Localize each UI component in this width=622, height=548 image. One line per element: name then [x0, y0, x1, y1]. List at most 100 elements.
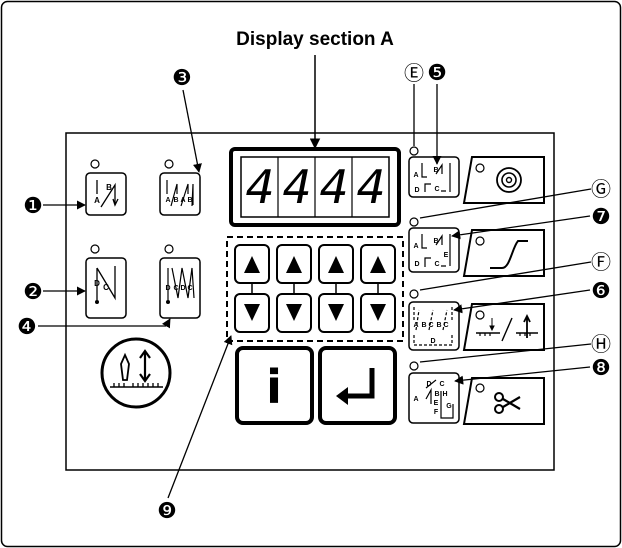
svg-text:C: C: [443, 322, 448, 329]
up-key-4[interactable]: [360, 244, 396, 284]
function-key-slope[interactable]: [462, 229, 545, 277]
down-key-2[interactable]: [276, 293, 312, 333]
down-arrow-icon: [328, 304, 344, 321]
svg-text:C: C: [434, 186, 439, 193]
scissors-icon: [494, 392, 521, 414]
up-key-2[interactable]: [276, 244, 312, 284]
callout-G: Ⓖ: [591, 177, 611, 201]
svg-text:A: A: [413, 396, 418, 403]
stitch-key-3[interactable]: A B A B: [159, 159, 201, 216]
svg-text:C: C: [103, 283, 109, 292]
pattern-key-7[interactable]: A B E D C: [408, 217, 460, 273]
reverse-feed-icon: [110, 349, 163, 388]
down-key-1[interactable]: [234, 293, 270, 333]
callout-9: ❾: [157, 499, 177, 524]
info-key[interactable]: i: [235, 346, 314, 425]
svg-text:A: A: [165, 197, 170, 204]
svg-text:B: B: [106, 183, 112, 192]
needle-feed-icon: [476, 313, 538, 342]
digit-2: 4: [282, 160, 311, 214]
svg-text:A: A: [413, 243, 418, 250]
pattern-key-5[interactable]: A B D C: [408, 146, 460, 198]
down-key-3[interactable]: [318, 293, 354, 333]
callout-8: ❽: [591, 356, 611, 381]
up-arrow-icon: [328, 256, 344, 273]
pattern-key-8[interactable]: D C A B H G E F: [408, 361, 460, 424]
svg-text:B: B: [433, 167, 438, 174]
led: [90, 244, 100, 254]
info-icon: i: [266, 360, 282, 414]
digit-4: 4: [356, 160, 385, 214]
up-arrow-icon: [370, 256, 386, 273]
function-key-cut[interactable]: [462, 377, 545, 425]
callout-2: ❷: [23, 280, 43, 305]
updown-keys: [234, 244, 396, 333]
stitch-key-4[interactable]: D C D C: [159, 244, 201, 319]
svg-text:C: C: [173, 285, 178, 292]
stitch-key-2[interactable]: D C: [85, 244, 127, 319]
callout-labels: ❶ ❷ ❸ ❹ ❺ ❻ ❼ ❽ ❾ Ⓔ Ⓖ Ⓕ Ⓗ: [17, 61, 611, 524]
svg-text:B: B: [187, 197, 192, 204]
svg-text:B: B: [436, 322, 441, 329]
down-arrow-icon: [286, 304, 302, 321]
function-key-needle-feed[interactable]: [462, 303, 545, 351]
function-key-spiral[interactable]: [462, 156, 545, 204]
led: [475, 236, 485, 246]
led: [475, 310, 485, 320]
svg-text:A: A: [413, 322, 418, 329]
svg-text:D: D: [430, 338, 435, 345]
callout-3: ❸: [172, 66, 192, 91]
led: [90, 159, 100, 169]
reverse-feed-key[interactable]: [100, 337, 172, 409]
callout-1: ❶: [23, 194, 43, 219]
display-section-title: Display section A: [236, 29, 394, 50]
svg-text:C: C: [187, 285, 192, 292]
callout-E: Ⓔ: [404, 61, 424, 85]
svg-text:E: E: [434, 400, 439, 407]
callout-leaders: [38, 84, 592, 499]
led: [164, 159, 174, 169]
svg-text:A: A: [413, 172, 418, 179]
callout-H: Ⓗ: [591, 332, 611, 356]
svg-text:A: A: [180, 197, 185, 204]
up-key-1[interactable]: [234, 244, 270, 284]
callout-5: ❺: [427, 61, 447, 86]
enter-icon: [345, 368, 375, 399]
svg-text:B: B: [434, 391, 439, 398]
seven-segment-display: 4 4 4 4: [229, 147, 401, 227]
led: [409, 361, 419, 371]
svg-text:D: D: [426, 381, 431, 388]
stitch-key-1[interactable]: A B: [85, 159, 127, 216]
svg-text:D: D: [414, 187, 419, 194]
svg-text:C: C: [434, 261, 439, 268]
svg-text:E: E: [444, 252, 449, 259]
operation-panel: [65, 132, 555, 471]
down-arrow-icon: [370, 304, 386, 321]
callout-6: ❻: [591, 279, 611, 304]
svg-text:C: C: [439, 381, 444, 388]
led: [409, 146, 419, 156]
up-arrow-icon: [244, 256, 260, 273]
svg-text:H: H: [442, 391, 447, 398]
svg-text:A: A: [94, 196, 100, 205]
up-key-3[interactable]: [318, 244, 354, 284]
led: [164, 244, 174, 254]
led: [409, 217, 419, 227]
svg-text:D: D: [414, 261, 419, 268]
led: [475, 163, 485, 173]
enter-key[interactable]: [318, 346, 397, 425]
svg-text:D: D: [94, 279, 100, 288]
svg-text:B: B: [433, 238, 438, 245]
svg-text:C: C: [428, 322, 433, 329]
callout-4: ❹: [17, 315, 37, 340]
slope-icon: [490, 240, 528, 269]
pattern-key-6[interactable]: A B C B C D: [408, 289, 460, 351]
led: [475, 383, 485, 393]
led: [409, 289, 419, 299]
down-key-4[interactable]: [360, 293, 396, 333]
svg-text:F: F: [434, 409, 439, 416]
svg-text:D: D: [165, 285, 170, 292]
svg-text:G: G: [446, 403, 452, 410]
